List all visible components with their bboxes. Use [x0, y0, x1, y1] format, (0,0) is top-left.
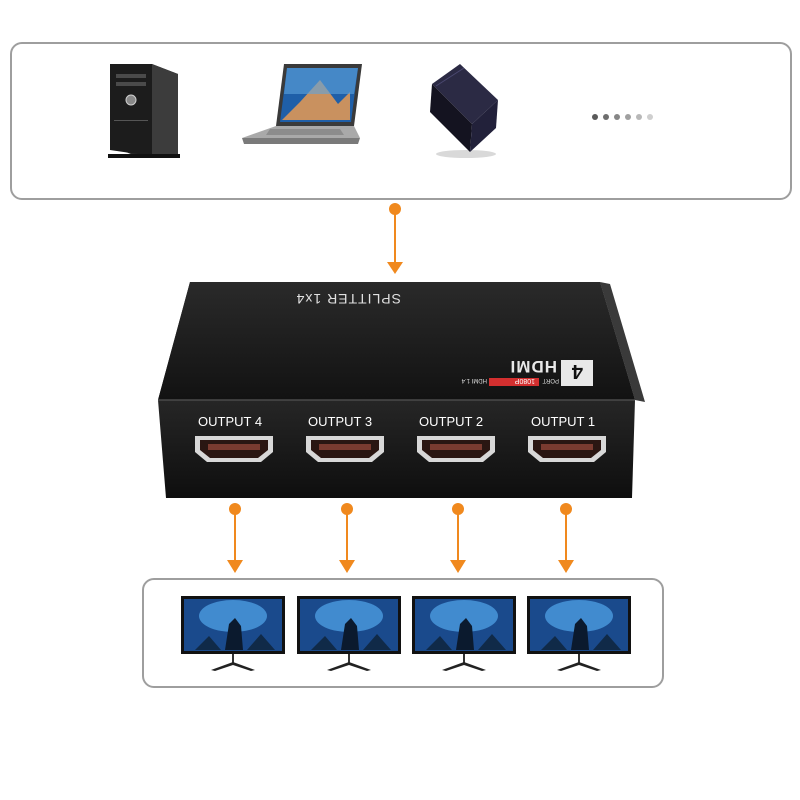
dot — [614, 114, 620, 120]
badge-resolution: 1080P — [514, 377, 535, 384]
hdmi-port-4[interactable] — [195, 436, 273, 462]
input-arrow — [387, 203, 403, 274]
media-box-icon — [430, 64, 498, 158]
dot — [625, 114, 631, 120]
laptop-icon — [242, 64, 362, 144]
output-arrow-2 — [450, 503, 466, 573]
output-arrow-4 — [227, 503, 243, 573]
output-3-label: OUTPUT 3 — [308, 414, 372, 429]
badge-number: 4 — [571, 360, 583, 382]
output-arrow-1 — [558, 503, 574, 573]
hdmi-badge: 4 PORT 1080P HDMI 1.4 HDMI — [461, 357, 593, 386]
output-4-label: OUTPUT 4 — [198, 414, 262, 429]
dot — [636, 114, 642, 120]
badge-port: PORT — [542, 377, 559, 383]
badge-hdmi: HDMI — [510, 357, 557, 376]
hdmi-port-2[interactable] — [417, 436, 495, 462]
badge-version: HDMI 1.4 — [461, 377, 487, 383]
output-arrow-3 — [339, 503, 355, 573]
more-sources-dots — [592, 114, 653, 120]
hdmi-splitter-device: SPLITTER 1x4 4 PORT 1080P HDMI 1.4 HDMI … — [158, 282, 645, 498]
monitor-icon — [181, 596, 285, 671]
monitor-icon — [412, 596, 516, 671]
output-1-label: OUTPUT 1 — [531, 414, 595, 429]
output-2-label: OUTPUT 2 — [419, 414, 483, 429]
dot — [592, 114, 598, 120]
hdmi-port-1[interactable] — [528, 436, 606, 462]
hdmi-port-3[interactable] — [306, 436, 384, 462]
desktop-pc-icon — [108, 64, 180, 158]
dot — [603, 114, 609, 120]
dot — [647, 114, 653, 120]
splitter-model-label: SPLITTER 1x4 — [296, 291, 401, 307]
monitor-icon — [297, 596, 401, 671]
monitor-icon — [527, 596, 631, 671]
